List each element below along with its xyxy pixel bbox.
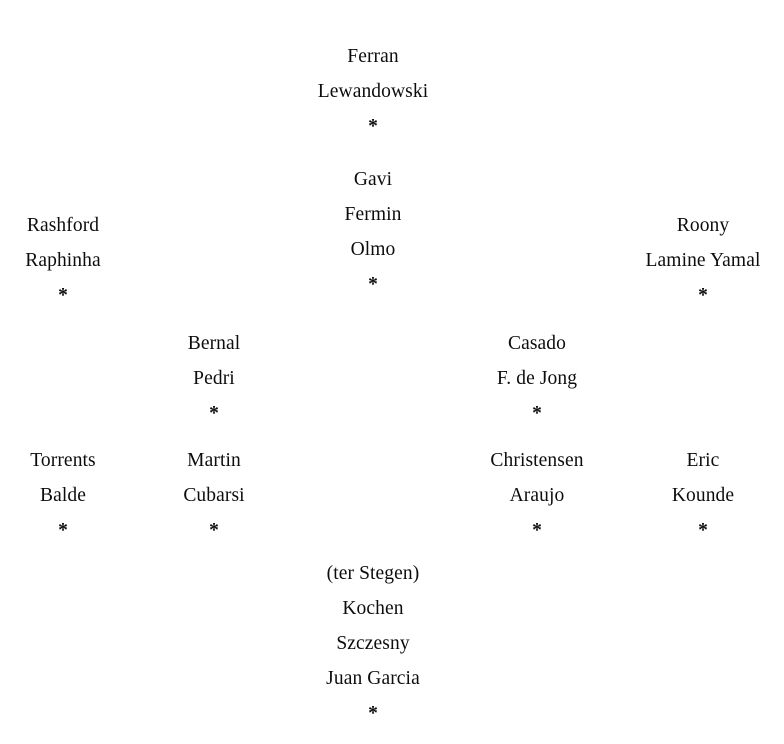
player-name[interactable]: Szczesny <box>336 633 410 654</box>
player-name[interactable]: F. de Jong <box>496 368 578 389</box>
depth-marker-asterisk: * <box>698 520 708 541</box>
player-name[interactable]: Cubarsi <box>183 485 245 506</box>
player-name[interactable]: Roony <box>676 215 730 236</box>
position-slot-right-central-midfield: Casado F. de Jong * <box>497 326 577 431</box>
player-name[interactable]: Juan Garcia <box>326 668 420 689</box>
depth-marker-asterisk: * <box>368 274 378 295</box>
player-name[interactable]: Kochen <box>342 598 404 619</box>
player-name[interactable]: Fermin <box>344 204 402 225</box>
depth-marker-asterisk: * <box>58 520 68 541</box>
depth-marker-asterisk: * <box>368 116 378 137</box>
player-name[interactable]: Casado <box>507 333 566 354</box>
player-name[interactable]: Eric <box>686 450 720 471</box>
player-name[interactable]: Pedri <box>193 368 235 389</box>
player-name[interactable]: Christensen <box>490 450 584 471</box>
player-name[interactable]: Rashford <box>26 215 100 236</box>
depth-marker-asterisk: * <box>698 285 708 306</box>
player-name[interactable]: Araujo <box>509 485 565 506</box>
player-name[interactable]: Raphinha <box>25 250 101 271</box>
player-name[interactable]: Balde <box>40 485 86 506</box>
player-name[interactable]: Olmo <box>350 239 396 260</box>
depth-marker-asterisk: * <box>209 403 219 424</box>
depth-marker-asterisk: * <box>532 403 542 424</box>
player-name[interactable]: (ter Stegen) <box>326 563 420 584</box>
player-name[interactable]: Ferran <box>347 46 399 67</box>
player-name[interactable]: Gavi <box>353 169 393 190</box>
player-name[interactable]: Martin <box>187 450 241 471</box>
player-name[interactable]: Kounde <box>671 485 735 506</box>
depth-marker-asterisk: * <box>58 285 68 306</box>
player-name[interactable]: Lamine Yamal <box>645 250 761 271</box>
player-name[interactable]: Torrents <box>30 450 96 471</box>
depth-marker-asterisk: * <box>209 520 219 541</box>
depth-marker-asterisk: * <box>368 703 378 724</box>
player-name[interactable]: Lewandowski <box>317 81 429 102</box>
player-name[interactable]: Bernal <box>187 333 241 354</box>
depth-marker-asterisk: * <box>532 520 542 541</box>
